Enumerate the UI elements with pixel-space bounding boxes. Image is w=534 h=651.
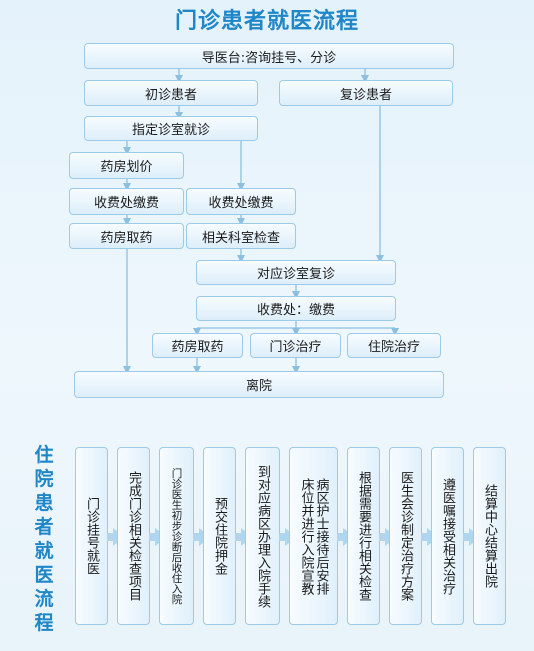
inpatient-step-label: 门诊医生初步诊断后收住入院 <box>170 467 183 605</box>
return-visit-box: 复诊患者 <box>279 80 453 106</box>
discharge-box: 离院 <box>74 371 444 398</box>
related-exam-box: 相关科室检查 <box>186 223 296 249</box>
inpatient-step-label: 遵医嘱接受相关治疗 <box>440 477 455 595</box>
inpatient-step-label: 根据需要进行相关检查 <box>356 471 371 601</box>
page-title: 门诊患者就医流程 <box>174 8 359 34</box>
pharmacy-pricing-box: 药房划价 <box>69 152 184 179</box>
inpatient-step-2: 完成门诊相关检查项目 <box>117 447 150 625</box>
inpatient-step-8: 医生会诊制定治疗方案 <box>389 447 422 625</box>
cashier-payment-box: 收费处：缴费 <box>196 296 396 321</box>
inpatient-step-label: 门诊挂号就医 <box>84 497 99 575</box>
outpatient-treatment-box: 门诊治疗 <box>250 333 341 358</box>
inpatient-step-5: 到对应病区办理入院手续 <box>245 447 280 625</box>
cashier-right-box: 收费处缴费 <box>186 188 296 215</box>
designated-clinic-box: 指定诊室就诊 <box>84 116 258 141</box>
inpatient-step-label: 预交住院押金 <box>212 497 227 575</box>
inpatient-step-6: 床位并进行入院宣教 病区护士接待后安排 <box>289 447 338 625</box>
inpatient-step-label: 到对应病区办理入院手续 <box>255 464 270 608</box>
cashier-left-box: 收费处缴费 <box>69 188 184 215</box>
first-visit-box: 初诊患者 <box>84 80 258 106</box>
pharmacy-pickup-box: 药房取药 <box>152 333 243 358</box>
inpatient-step-7: 根据需要进行相关检查 <box>347 447 380 625</box>
inpatient-step-3: 门诊医生初步诊断后收住入院 <box>159 447 194 625</box>
inpatient-step-label: 床位并进行入院宣教 <box>298 477 314 595</box>
inpatient-treatment-box: 住院治疗 <box>347 333 441 358</box>
inpatient-step-9: 遵医嘱接受相关治疗 <box>431 447 464 625</box>
pharmacy-pickup-left-box: 药房取药 <box>69 223 184 249</box>
inpatient-section-title: 住院患者就医流程 <box>34 444 54 634</box>
inpatient-step-4: 预交住院押金 <box>203 447 236 625</box>
clinic-revisit-box: 对应诊室复诊 <box>196 260 396 285</box>
inpatient-step-label: 完成门诊相关检查项目 <box>126 471 141 601</box>
inpatient-step-10: 结算中心结算出院 <box>473 447 506 625</box>
inpatient-step-label: 结算中心结算出院 <box>482 484 497 588</box>
inpatient-step-label: 病区护士接待后安排 <box>313 477 329 595</box>
reception-desk-box: 导医台:咨询挂号、分诊 <box>84 43 454 69</box>
inpatient-step-1: 门诊挂号就医 <box>75 447 108 625</box>
inpatient-step-label: 医生会诊制定治疗方案 <box>398 471 413 601</box>
